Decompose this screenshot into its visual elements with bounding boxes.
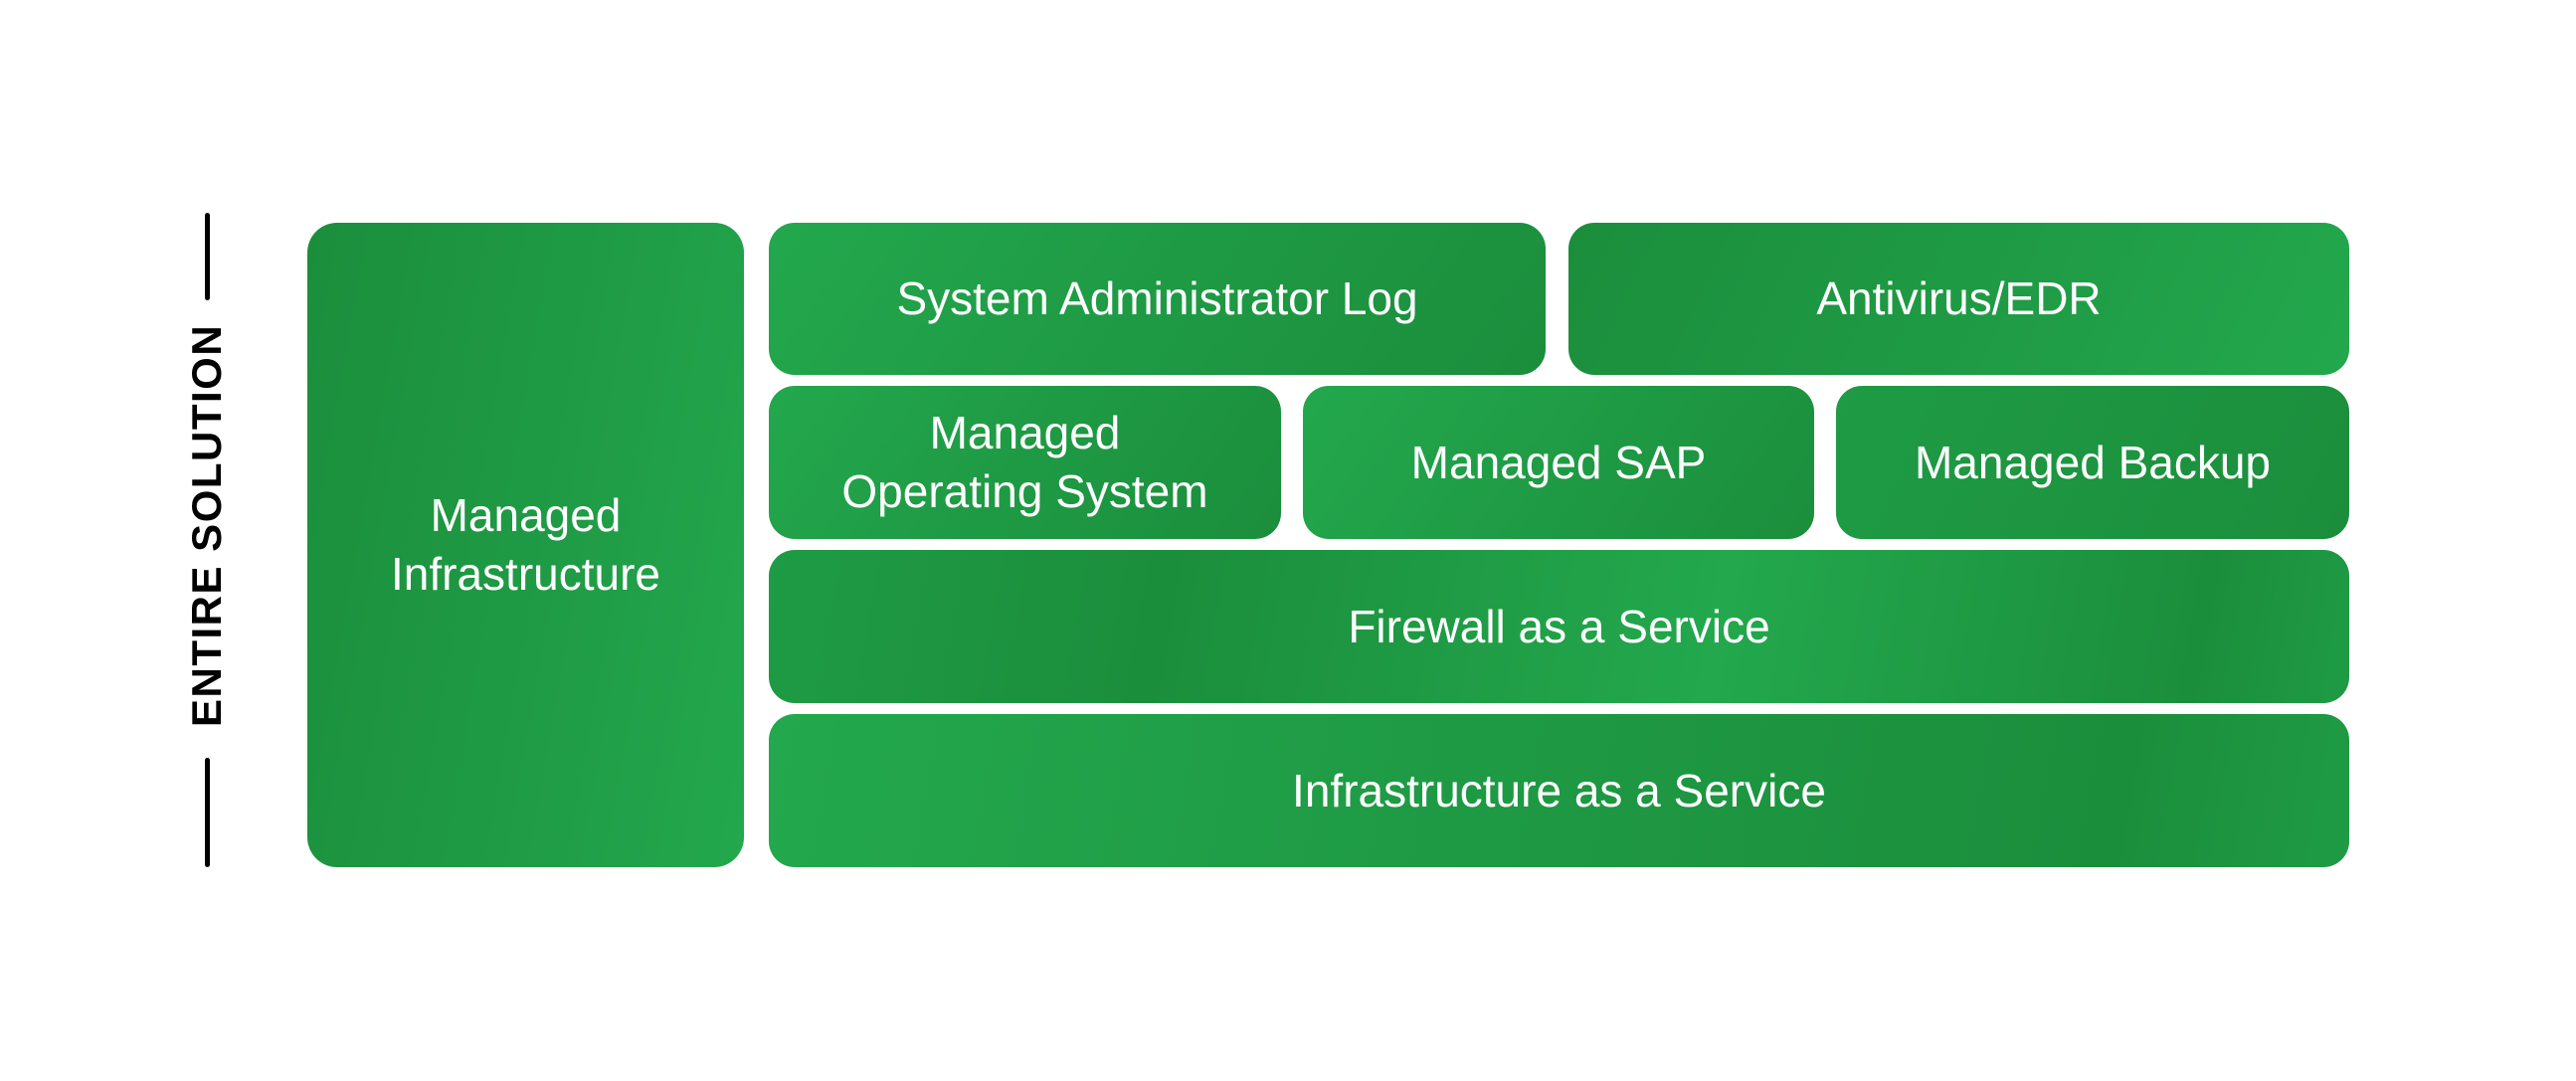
entire-solution-label: ENTIRE SOLUTION <box>183 323 230 727</box>
box-label: Infrastructure <box>391 548 660 600</box>
box-label: Antivirus/EDR <box>1816 272 2102 325</box>
box-antivirus-edr: Antivirus/EDR <box>1568 223 2349 375</box>
side-rule-bottom <box>205 758 210 867</box>
box-managed-sap: Managed SAP <box>1303 386 1814 539</box>
box-system-administrator-log: System Administrator Log <box>769 223 1546 375</box>
box-label: Managed Backup <box>1914 436 2272 488</box>
box-label: Firewall as a Service <box>1348 600 1770 652</box>
box-managed-operating-system: Managed Operating System <box>769 386 1281 539</box>
box-managed-backup: Managed Backup <box>1836 386 2349 539</box>
box-label: Managed SAP <box>1410 436 1707 488</box>
box-firewall-as-a-service: Firewall as a Service <box>769 550 2349 703</box>
box-managed-infrastructure: Managed Infrastructure <box>307 223 744 867</box>
side-rule-top <box>205 213 210 300</box>
box-label: System Administrator Log <box>896 272 1418 325</box>
box-label: Infrastructure as a Service <box>1292 764 1826 816</box>
box-label: Managed <box>929 407 1121 459</box>
box-infrastructure-as-a-service: Infrastructure as a Service <box>769 714 2349 867</box>
box-label: Managed <box>430 489 622 542</box>
box-label: Operating System <box>841 465 1208 517</box>
